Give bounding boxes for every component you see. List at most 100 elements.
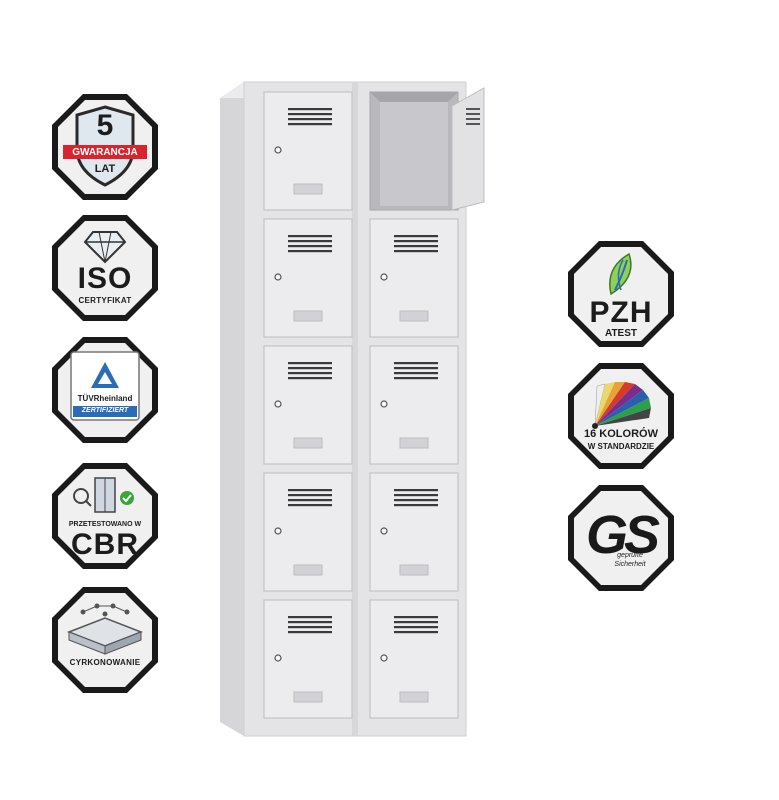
- badge-iso: ISO CERTYFIKAT: [49, 212, 161, 324]
- label-holder: [399, 310, 429, 322]
- locker-door[interactable]: [263, 472, 353, 592]
- lock-icon[interactable]: [274, 273, 282, 281]
- lock-icon[interactable]: [274, 527, 282, 535]
- vent-slot: [288, 240, 332, 243]
- diamond-icon: [83, 231, 127, 264]
- vent-slot: [466, 113, 480, 115]
- cbr-top: PRZETESTOWANO W: [68, 521, 142, 528]
- vent-slot: [288, 250, 332, 253]
- badge-gs: GS geprüfte Sicherheit: [565, 482, 677, 594]
- lock-icon[interactable]: [274, 400, 282, 408]
- lock-icon[interactable]: [380, 527, 388, 535]
- locker-open-compartment[interactable]: [369, 91, 459, 211]
- vent-slot: [394, 499, 438, 502]
- vent-slot: [394, 631, 438, 634]
- zinc-sub: CYRKONOWANIE: [69, 658, 141, 667]
- pzh-sub: ATEST: [604, 328, 638, 339]
- vent-slot: [288, 621, 332, 624]
- badge-frame: [568, 363, 674, 469]
- label-holder: [399, 564, 429, 576]
- vent-slot: [394, 504, 438, 507]
- vent-slot: [394, 372, 438, 375]
- warranty-number: 5: [96, 109, 114, 142]
- label-holder: [293, 564, 323, 576]
- vent-slot: [466, 118, 480, 120]
- locker-door[interactable]: [369, 599, 459, 719]
- locker-test-icon: [73, 477, 134, 513]
- vent-slot: [394, 494, 438, 497]
- locker-door[interactable]: [369, 218, 459, 338]
- vent-slot: [288, 362, 332, 365]
- vent-slot: [288, 245, 332, 248]
- vent-slot: [288, 626, 332, 629]
- lock-icon[interactable]: [274, 146, 282, 154]
- badge-frame: [52, 337, 158, 443]
- locker-door-open[interactable]: [451, 87, 485, 211]
- vent-slot: [394, 235, 438, 238]
- vent-slot: [394, 240, 438, 243]
- badge-frame: [52, 94, 158, 200]
- locker-door[interactable]: [263, 218, 353, 338]
- gs-sub1: geprüfte: [617, 552, 643, 559]
- vent-slot: [288, 367, 332, 370]
- lock-icon[interactable]: [380, 273, 388, 281]
- tuv-sub: ZERTIFIZIERT: [81, 407, 129, 414]
- badge-warranty: 5 GWARANCJA LAT: [49, 91, 161, 203]
- tuv-brand: TÜVRheinland: [77, 394, 133, 403]
- label-holder: [399, 691, 429, 703]
- locker-door[interactable]: [369, 472, 459, 592]
- warranty-ribbon-text: GWARANCJA: [72, 147, 138, 158]
- label-holder: [293, 437, 323, 449]
- vent-slot: [394, 377, 438, 380]
- vent-slot: [288, 616, 332, 619]
- color-fan-icon: [592, 382, 651, 429]
- vent-slot: [394, 616, 438, 619]
- label-holder: [293, 183, 323, 195]
- cbr-title: CBR: [71, 528, 139, 561]
- locker-door[interactable]: [263, 345, 353, 465]
- vent-slot: [394, 489, 438, 492]
- pzh-title: PZH: [589, 296, 653, 329]
- badge-colors: 16 KOLORÓW W STANDARDZIE: [565, 360, 677, 472]
- label-holder: [293, 310, 323, 322]
- locker-door[interactable]: [369, 345, 459, 465]
- vent-slot: [394, 362, 438, 365]
- lock-icon[interactable]: [380, 654, 388, 662]
- lock-icon[interactable]: [274, 654, 282, 662]
- locker-door[interactable]: [263, 91, 353, 211]
- vent-slot: [288, 123, 332, 126]
- colors-sub: W STANDARDZIE: [587, 442, 655, 451]
- vent-slot: [288, 108, 332, 111]
- badge-frame: [568, 485, 674, 591]
- badge-frame: [52, 587, 158, 693]
- gs-mark-icon: GS: [585, 505, 660, 565]
- badge-zinc: CYRKONOWANIE: [49, 584, 161, 696]
- vent-slot: [394, 626, 438, 629]
- vent-slot: [288, 499, 332, 502]
- vent-slot: [288, 113, 332, 116]
- label-holder: [399, 437, 429, 449]
- vent-slot: [394, 367, 438, 370]
- coating-layers-icon: [66, 603, 144, 655]
- iso-title: ISO: [77, 262, 133, 295]
- badge-frame: [52, 463, 158, 569]
- vent-slot: [466, 108, 480, 110]
- gs-sub2: Sicherheit: [614, 561, 646, 568]
- warranty-sub: LAT: [94, 163, 116, 175]
- label-holder: [293, 691, 323, 703]
- locker-door[interactable]: [263, 599, 353, 719]
- iso-sub: CERTYFIKAT: [78, 296, 132, 305]
- badge-cbr: PRZETESTOWANO W CBR: [49, 460, 161, 572]
- badge-frame: [52, 215, 158, 321]
- vent-slot: [288, 631, 332, 634]
- lock-icon[interactable]: [380, 400, 388, 408]
- vent-slot: [288, 494, 332, 497]
- locker-cabinet: [220, 81, 485, 737]
- vent-slot: [288, 372, 332, 375]
- vent-slot: [394, 621, 438, 624]
- vent-slot: [394, 250, 438, 253]
- leaf-dna-icon: [609, 252, 632, 296]
- badge-tuv: TÜVRheinland ZERTIFIZIERT: [49, 334, 161, 446]
- vent-slot: [466, 123, 480, 125]
- badge-frame: [568, 241, 674, 347]
